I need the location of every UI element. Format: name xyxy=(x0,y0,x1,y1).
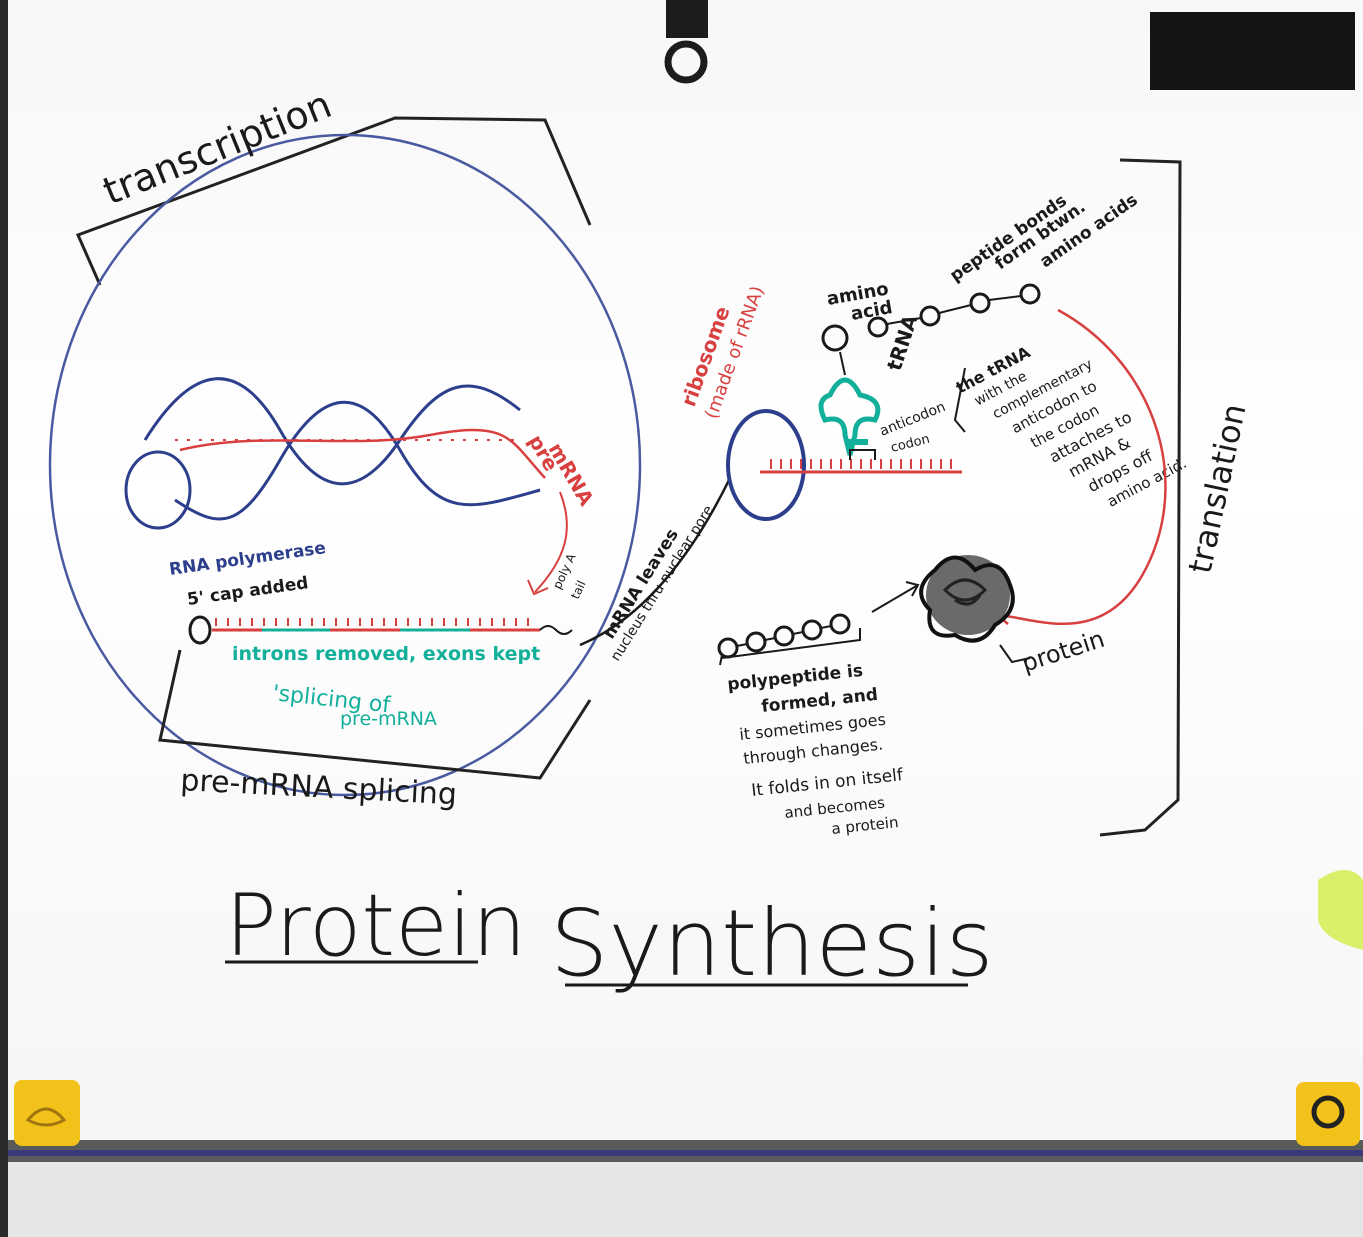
polypeptide-bonds xyxy=(736,625,832,647)
polypeptide-acid xyxy=(717,637,739,659)
translation-bracket xyxy=(1099,158,1182,837)
protein-folds xyxy=(942,578,988,606)
dna-strand-bottom xyxy=(174,400,541,521)
amino-acid-link xyxy=(839,351,846,376)
poly-a-label-2: tail xyxy=(568,578,589,601)
polypeptide-acid xyxy=(773,625,795,647)
rna-polymerase xyxy=(124,450,192,530)
trna-label: tRNA xyxy=(882,311,923,373)
pre-mrna-label-2: mRNA xyxy=(544,439,599,511)
frame-left xyxy=(0,0,8,1237)
mrna-leaves-label-2: nucleus thru nuclear pore xyxy=(608,503,717,664)
polypeptide-chain xyxy=(717,613,851,659)
splicing-pre-mrna-label: pre-mRNA xyxy=(340,708,437,730)
amino-acid-circle xyxy=(821,324,849,352)
sticky-note xyxy=(1318,870,1363,950)
chain-acid-4 xyxy=(1019,283,1041,305)
title-word-1: Protein xyxy=(225,876,526,976)
tray-edge xyxy=(0,1150,1363,1156)
polypeptide-acid xyxy=(745,631,767,653)
transcription-bracket xyxy=(75,116,592,286)
protein-label-bracket xyxy=(999,644,1031,664)
splicing-heading: pre-mRNA splicing xyxy=(180,763,458,812)
poly-a-tail xyxy=(539,625,573,635)
chain-acid-3 xyxy=(969,292,991,314)
magnet-left xyxy=(14,1080,80,1146)
codon-label: codon xyxy=(889,432,931,456)
ribosome xyxy=(726,409,806,521)
protein-outline xyxy=(919,555,1015,643)
polypeptide-note: polypeptide is formed, and it sometimes … xyxy=(726,661,904,838)
cap-label: 5' cap added xyxy=(186,573,310,610)
protein-arrow xyxy=(999,308,1167,625)
polypeptide-bracket xyxy=(719,628,861,666)
wall-below xyxy=(0,1162,1363,1237)
pre-mrna-arrow xyxy=(534,491,568,593)
chain-acid-1 xyxy=(867,316,889,338)
anticodon-label: anticodon xyxy=(878,399,948,440)
polypeptide-acid xyxy=(829,613,851,635)
eraser xyxy=(1150,12,1355,90)
trna xyxy=(818,377,881,456)
nucleus-outline xyxy=(48,133,642,797)
pre-mrna-arrowhead xyxy=(527,579,549,596)
pre-mrna-strand xyxy=(179,428,546,479)
transcription-heading: transcription xyxy=(97,82,338,213)
magnet-right xyxy=(1296,1082,1360,1146)
magnet-right-icon xyxy=(1311,1095,1345,1129)
protein-body xyxy=(926,555,1010,635)
trna-note-bracket xyxy=(953,367,966,433)
dna-strand-top xyxy=(143,377,521,486)
magnet-left-icon xyxy=(25,1107,67,1127)
clip-ring xyxy=(664,40,708,84)
polypeptide-note-line: a protein xyxy=(831,813,900,838)
fold-arrow xyxy=(871,581,920,613)
peptide-bonds xyxy=(886,295,1022,325)
top-clip xyxy=(666,0,708,38)
chain-acid-2 xyxy=(919,305,941,327)
splicing-bracket xyxy=(158,649,592,780)
protein-blob xyxy=(919,555,1015,643)
mrna-exit-arrow xyxy=(579,477,732,647)
protein-label: protein xyxy=(1018,625,1108,678)
polypeptide-acid xyxy=(801,619,823,641)
five-prime-cap xyxy=(188,615,212,645)
title-word-2: Synthesis xyxy=(550,890,994,997)
translation-heading: translation xyxy=(1181,400,1254,576)
codon-bracket xyxy=(849,449,876,460)
introns-label: introns removed, exons kept xyxy=(232,643,540,665)
